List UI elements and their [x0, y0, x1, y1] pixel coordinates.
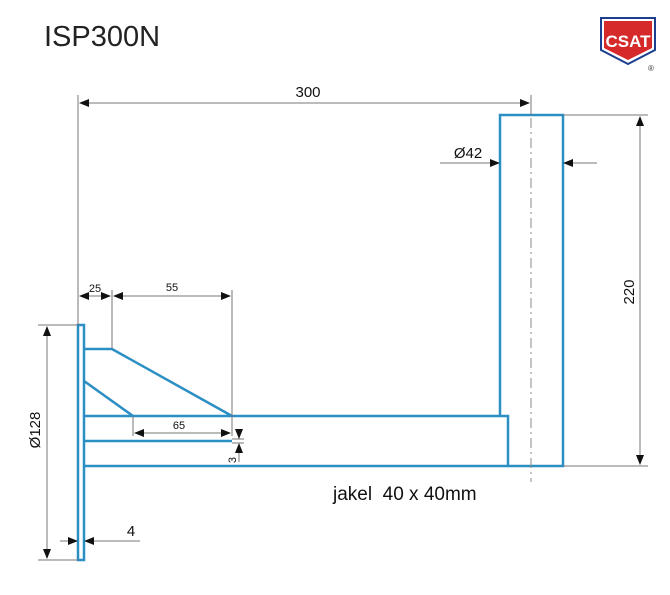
mounting-plate: [76, 323, 86, 562]
drawing-title: ISP300N: [44, 21, 160, 53]
dimension-lines: 300 Ø42 220 25 55 65 3 Ø128 4: [27, 84, 648, 561]
dim-offset-2: 55: [166, 282, 178, 294]
dim-gap: 3: [227, 457, 239, 463]
dim-length: 300: [295, 84, 320, 101]
csat-logo: CSAT ®: [600, 17, 656, 73]
registered-mark: ®: [648, 64, 654, 73]
dim-plate-thickness: 4: [127, 523, 135, 540]
bracket-part: [76, 98, 565, 562]
gusset-inner: [83, 379, 134, 418]
dim-height: 220: [621, 279, 638, 304]
arm: [84, 414, 510, 468]
dim-plate-diameter: Ø128: [27, 412, 44, 449]
logo-text: CSAT: [605, 32, 651, 51]
dim-gusset-base: 65: [173, 420, 185, 432]
gusset-outer: [84, 347, 233, 418]
dim-tube-diameter: Ø42: [454, 145, 482, 162]
dim-offset-1: 25: [89, 283, 101, 295]
profile-note: jakel 40 x 40mm: [332, 484, 477, 505]
